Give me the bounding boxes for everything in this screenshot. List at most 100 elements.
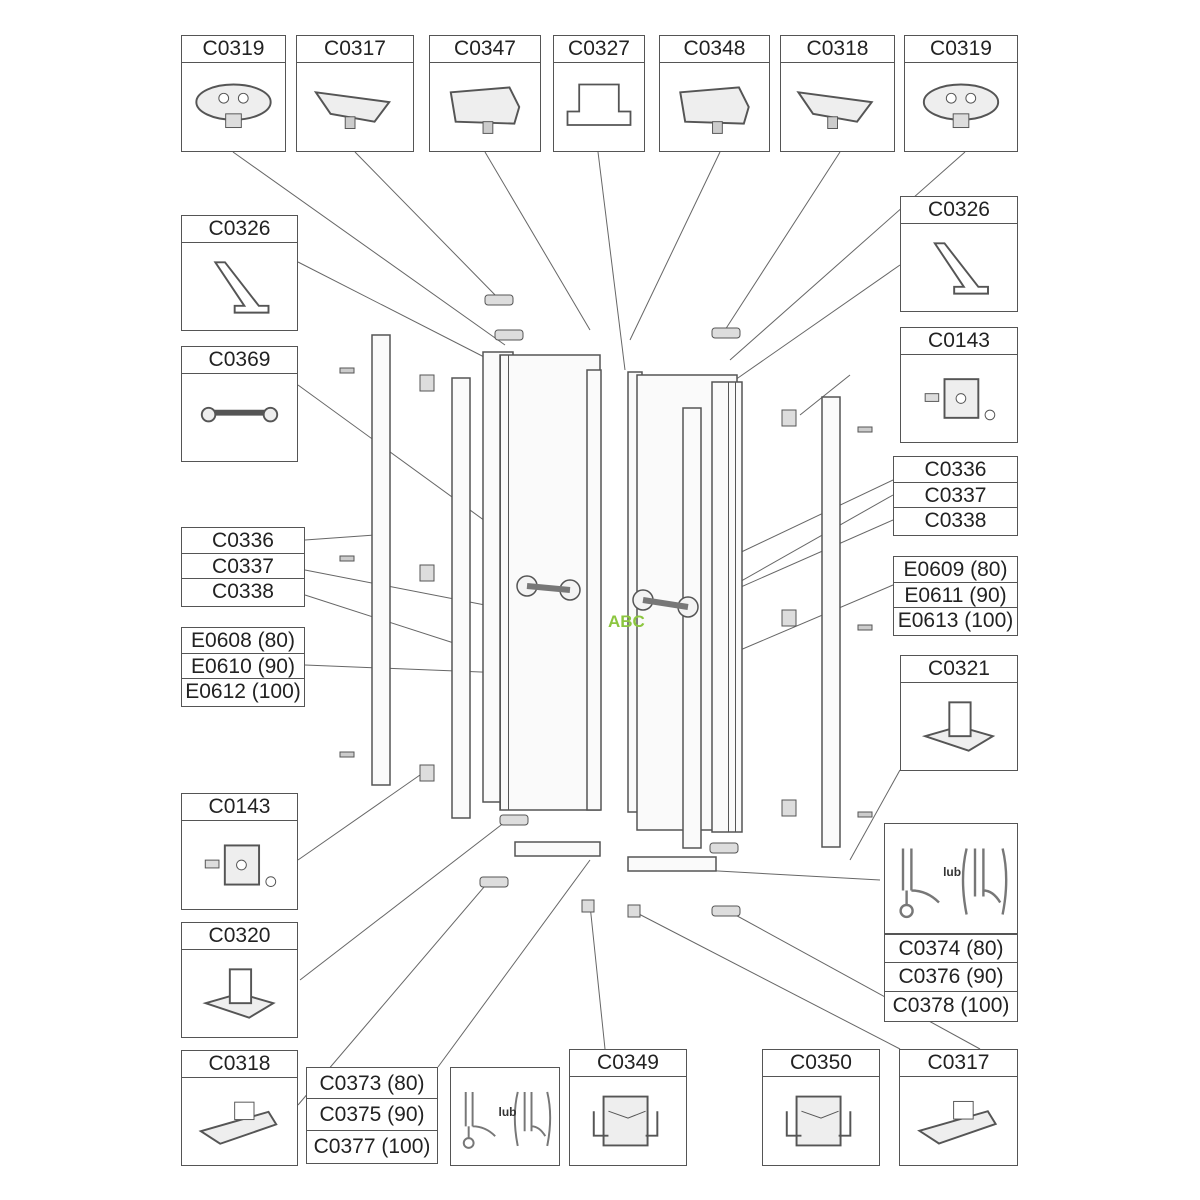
hinge-icon (297, 63, 413, 151)
wall-connector-block (781, 409, 797, 427)
glass-group-left[interactable]: E0608 (80)E0610 (90)E0612 (100) (181, 627, 305, 707)
part-label: C0326 (182, 216, 297, 243)
glass-group-right-row: E0611 (90) (894, 583, 1017, 609)
leader-line (597, 151, 626, 371)
bottom-bracket (627, 904, 641, 918)
wall-connector-block (781, 799, 797, 817)
screw (339, 751, 355, 758)
leader-line (304, 534, 376, 541)
part-box-top-5[interactable]: C0318 (780, 35, 895, 152)
part-box-top-4[interactable]: C0348 (659, 35, 770, 152)
cube-icon (901, 355, 1017, 442)
seal-group-bottom-row: C0373 (80) (307, 1068, 437, 1100)
leader-line (629, 151, 721, 341)
frame-detail (735, 382, 736, 832)
screw (857, 624, 873, 631)
seal-box-bottom[interactable]: lub (450, 1067, 560, 1166)
part-box-c0143-right[interactable]: C0143 (900, 327, 1018, 443)
door-frame-right (711, 381, 743, 833)
profile-group-right-row: C0337 (894, 483, 1017, 509)
hinge-top-left (494, 329, 524, 341)
part-box-top-2[interactable]: C0347 (429, 35, 541, 152)
part-label: C0369 (182, 347, 297, 374)
seal-box-right[interactable]: lub (884, 823, 1018, 934)
glass-group-left-row: E0608 (80) (182, 628, 304, 654)
part-box-top-6[interactable]: C0319 (904, 35, 1018, 152)
block-icon (430, 63, 540, 151)
leader-line (589, 904, 606, 1050)
seal-group-bottom-row: C0375 (90) (307, 1099, 437, 1131)
clip-icon (554, 63, 644, 151)
frame-detail (500, 355, 501, 810)
part-box-c0317-bottom[interactable]: C0317 (899, 1049, 1018, 1166)
part-label: C0350 (763, 1050, 879, 1077)
bottom-seal-right (627, 856, 717, 872)
bracket-icon (763, 1077, 879, 1165)
part-box-c0321[interactable]: C0321 (900, 655, 1018, 771)
leader-line (799, 374, 851, 416)
part-label: C0321 (901, 656, 1017, 683)
part-box-c0349[interactable]: C0349 (569, 1049, 687, 1166)
base-icon (901, 683, 1017, 770)
screw (339, 367, 355, 374)
lever-icon (900, 1077, 1017, 1165)
seal-box-right-lub-text: lub (943, 865, 962, 880)
part-box-c0350[interactable]: C0350 (762, 1049, 880, 1166)
watermark: ABC (608, 612, 645, 631)
profile-right (821, 396, 841, 848)
leader-line (849, 769, 901, 861)
leader-line (734, 479, 894, 556)
part-label: C0318 (781, 36, 894, 63)
glass-group-left-row: E0612 (100) (185, 680, 301, 704)
lever-icon (182, 1078, 297, 1165)
part-box-c0326-left[interactable]: C0326 (181, 215, 298, 331)
wall-strip-left (451, 377, 471, 819)
cube-icon (182, 821, 297, 909)
profile-group-left-row: C0336 (182, 528, 304, 554)
part-box-top-3[interactable]: C0327 (553, 35, 645, 152)
part-label: C0143 (182, 794, 297, 821)
frame-detail (728, 382, 729, 832)
seal-group-bottom-row: C0377 (100) (313, 1134, 431, 1158)
screw (339, 555, 355, 562)
glass-group-left-row: E0610 (90) (182, 654, 304, 680)
seal-group-right[interactable]: C0374 (80)C0376 (90)C0378 (100) (884, 934, 1018, 1022)
part-box-top-1[interactable]: C0317 (296, 35, 414, 152)
part-box-c0318-bottom[interactable]: C0318 (181, 1050, 298, 1166)
glass-panel-left (499, 354, 601, 811)
leader-line (729, 911, 981, 1050)
leader-line (299, 821, 506, 981)
screw (857, 811, 873, 818)
wall-connector-block (419, 564, 435, 582)
leader-line (634, 911, 901, 1050)
part-label: C0317 (297, 36, 413, 63)
glass-group-right[interactable]: E0609 (80)E0611 (90)E0613 (100) (893, 556, 1018, 636)
seal-group-bottom[interactable]: C0373 (80)C0375 (90) C0377 (100) (306, 1067, 438, 1164)
leader-line (729, 151, 966, 361)
frame-detail (508, 355, 509, 810)
profile-group-right-row: C0336 (894, 457, 1017, 483)
part-label: C0349 (570, 1050, 686, 1077)
leader-line (699, 869, 881, 881)
part-label: C0327 (554, 36, 644, 63)
part-box-top-0[interactable]: C0319 (181, 35, 286, 152)
part-label: C0326 (901, 197, 1017, 224)
door-edge-left (586, 369, 602, 811)
seal-profile-icon (899, 848, 1008, 919)
seal-group-right-row: C0374 (80) (885, 935, 1017, 964)
part-box-c0369[interactable]: C0369 (181, 346, 298, 462)
part-label: C0143 (901, 328, 1017, 355)
part-box-c0320[interactable]: C0320 (181, 922, 298, 1038)
part-box-c0143-left[interactable]: C0143 (181, 793, 298, 910)
seal-box-bottom-lub-text: lub (498, 1104, 517, 1119)
leader-line (734, 264, 901, 381)
part-label: C0319 (182, 36, 285, 63)
part-box-c0326-right[interactable]: C0326 (900, 196, 1018, 312)
part-label: C0347 (430, 36, 540, 63)
hinge-bottom-right (711, 905, 741, 917)
cap-icon (182, 63, 285, 151)
glass-group-right-row: E0609 (80) (894, 557, 1017, 583)
